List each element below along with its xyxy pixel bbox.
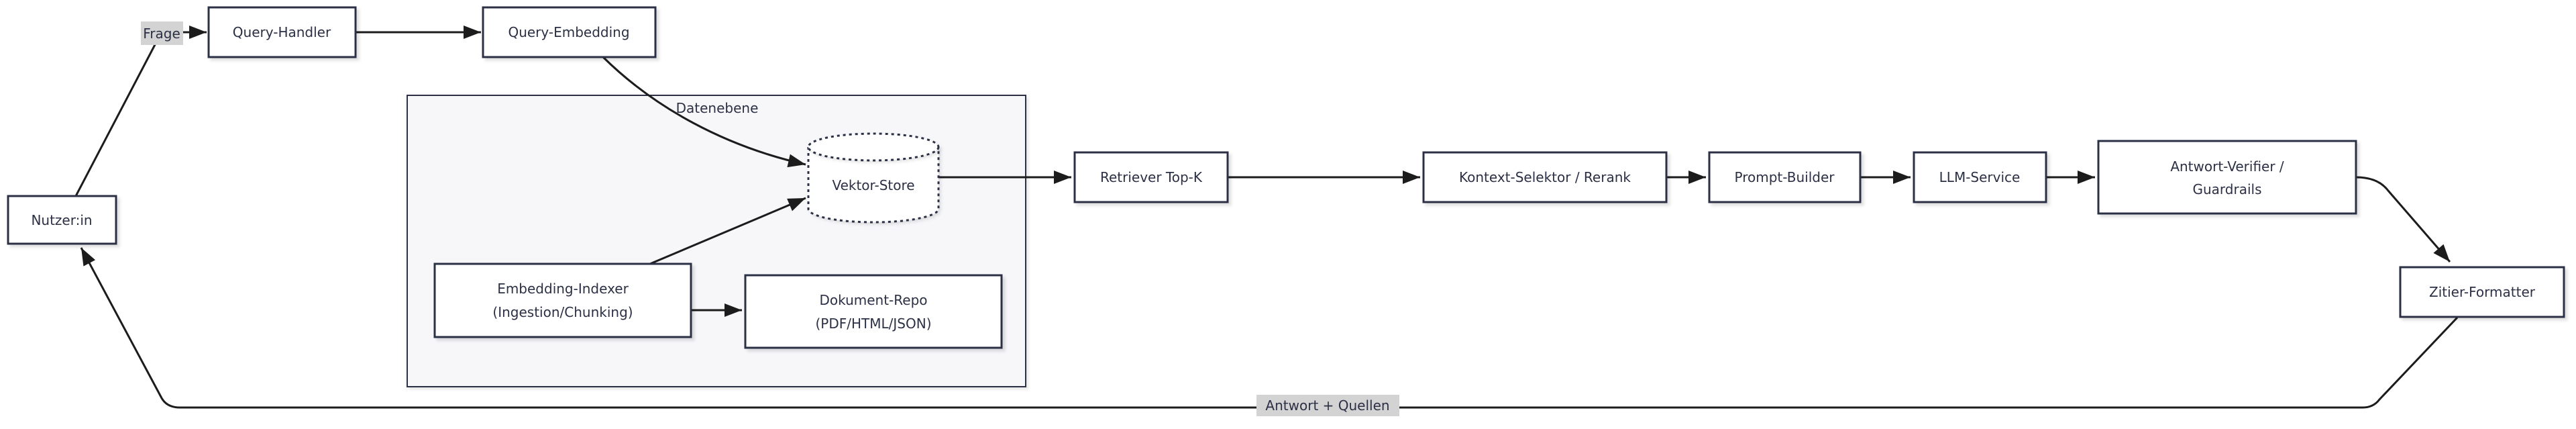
node-query-handler: Query-Handler (207, 6, 357, 58)
node-kontext-selektor: Kontext-Selektor / Rerank (1422, 151, 1668, 203)
node-nutzer: Nutzer:in (7, 195, 117, 245)
edge-label-frage: Frage (141, 21, 183, 45)
node-llm-service-box (1913, 151, 2047, 203)
node-query-embedding-box (482, 6, 657, 58)
edge-label-frage-text: Frage (143, 26, 180, 42)
node-vektor-store-cylinder-body (807, 147, 940, 224)
edge-antwort-verifier-to-zitier-formatter (2355, 176, 2451, 263)
node-retriever: Retriever Top-K (1073, 151, 1229, 203)
node-retriever-label: Retriever Top-K (1100, 169, 1203, 185)
node-zitier-formatter-box (2399, 266, 2565, 318)
node-query-embedding: Query-Embedding (482, 6, 657, 58)
node-zitier-formatter: Zitier-Formatter (2399, 266, 2565, 318)
edge-query-embedding-to-vektor-store (602, 56, 806, 168)
node-antwort-verifier-label-line1: Antwort-Verifier / (2170, 158, 2284, 175)
node-nutzer-label: Nutzer:in (31, 212, 92, 228)
node-kontext-selektor-box (1422, 151, 1668, 203)
node-vektor-store-label: Vektor-Store (832, 177, 914, 193)
node-dokument-repo-label-line2: (PDF/HTML/JSON) (816, 316, 932, 332)
node-embedding-indexer: Embedding-Indexer (Ingestion/Chunking) (433, 263, 692, 338)
node-vektor-store-cylinder-top (807, 132, 940, 162)
node-dokument-repo: Dokument-Repo (PDF/HTML/JSON) (744, 274, 1003, 349)
node-dokument-repo-box (744, 274, 1003, 349)
node-vektor-store: Vektor-Store (807, 132, 940, 224)
node-kontext-selektor-label: Kontext-Selektor / Rerank (1459, 169, 1631, 185)
node-query-embedding-label: Query-Embedding (508, 24, 629, 40)
node-dokument-repo-label-line1: Dokument-Repo (819, 292, 927, 308)
subgraph-datenebene-title: Datenebene (676, 100, 759, 116)
node-prompt-builder-box (1708, 151, 1862, 203)
edge-label-antwort-quellen-bg (1256, 395, 1399, 416)
node-llm-service: LLM-Service (1913, 151, 2047, 203)
node-prompt-builder-label: Prompt-Builder (1735, 169, 1835, 185)
edge-label-antwort-quellen-text: Antwort + Quellen (1265, 397, 1389, 414)
edge-label-antwort-quellen: Antwort + Quellen (1256, 395, 1399, 416)
node-llm-service-label: LLM-Service (1939, 169, 2021, 185)
edge-nutzer-to-query-handler (74, 26, 207, 197)
node-query-handler-label: Query-Handler (233, 24, 331, 40)
node-prompt-builder: Prompt-Builder (1708, 151, 1862, 203)
node-nutzer-box (7, 195, 117, 245)
node-query-handler-box (207, 6, 357, 58)
node-embedding-indexer-label-line2: (Ingestion/Chunking) (492, 304, 633, 320)
node-antwort-verifier-box (2097, 140, 2357, 215)
edge-embedding-indexer-to-vektor-store (649, 197, 806, 265)
node-retriever-box (1073, 151, 1229, 203)
node-embedding-indexer-label-line1: Embedding-Indexer (497, 281, 629, 297)
node-zitier-formatter-label: Zitier-Formatter (2429, 284, 2536, 300)
edge-label-frage-bg (141, 21, 183, 45)
node-embedding-indexer-box (433, 263, 692, 338)
node-antwort-verifier: Antwort-Verifier / Guardrails (2097, 140, 2357, 215)
node-antwort-verifier-label-line2: Guardrails (2192, 181, 2261, 197)
